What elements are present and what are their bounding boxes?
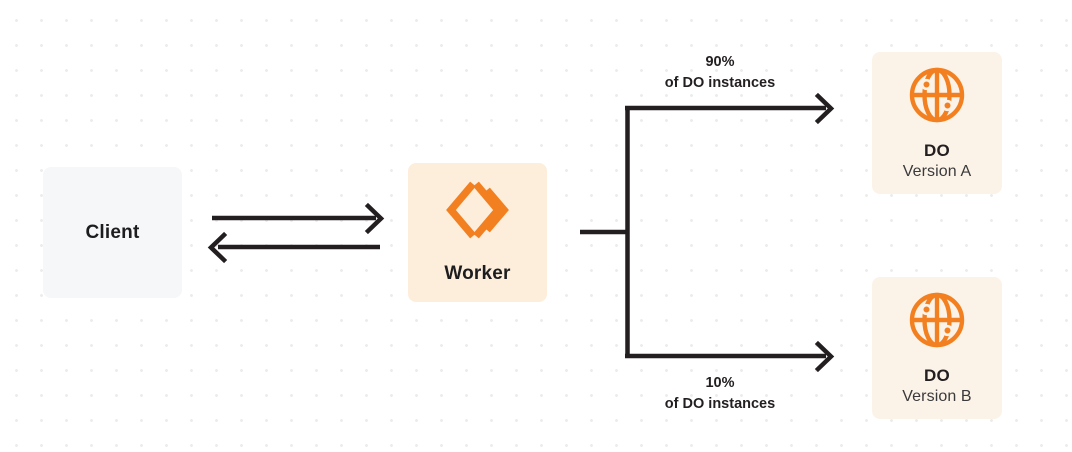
node-do-b-sublabel: Version B (902, 387, 972, 405)
node-do-version-b: DO Version B (872, 277, 1002, 419)
edge-label-do-a-percent: 90% (705, 54, 735, 70)
node-client-label: Client (85, 221, 140, 243)
edge-label-do-a: 90% of DO instances (612, 52, 828, 94)
edge-label-do-a-description: of DO instances (664, 75, 776, 92)
node-worker-label: Worker (444, 263, 511, 285)
node-do-a-label: DO (924, 140, 950, 160)
edge-label-do-b: 10% of DO instances (612, 373, 828, 415)
edge-worker-to-do-a (625, 92, 835, 125)
node-do-version-a: DO Version A (872, 52, 1002, 194)
globe-icon (908, 291, 966, 354)
edge-label-do-b-percent: 10% (705, 375, 735, 391)
edge-worker-to-do-b (625, 340, 835, 373)
cloudflare-workers-logo-icon (445, 180, 510, 245)
globe-icon (908, 66, 966, 129)
node-client: Client (43, 167, 182, 298)
node-do-b-label: DO (924, 365, 950, 385)
edge-worker-to-client (207, 231, 380, 264)
edge-client-to-worker (212, 202, 385, 235)
node-worker: Worker (408, 163, 547, 302)
edge-label-do-b-description: of DO instances (664, 396, 776, 413)
node-do-a-sublabel: Version A (902, 162, 972, 180)
